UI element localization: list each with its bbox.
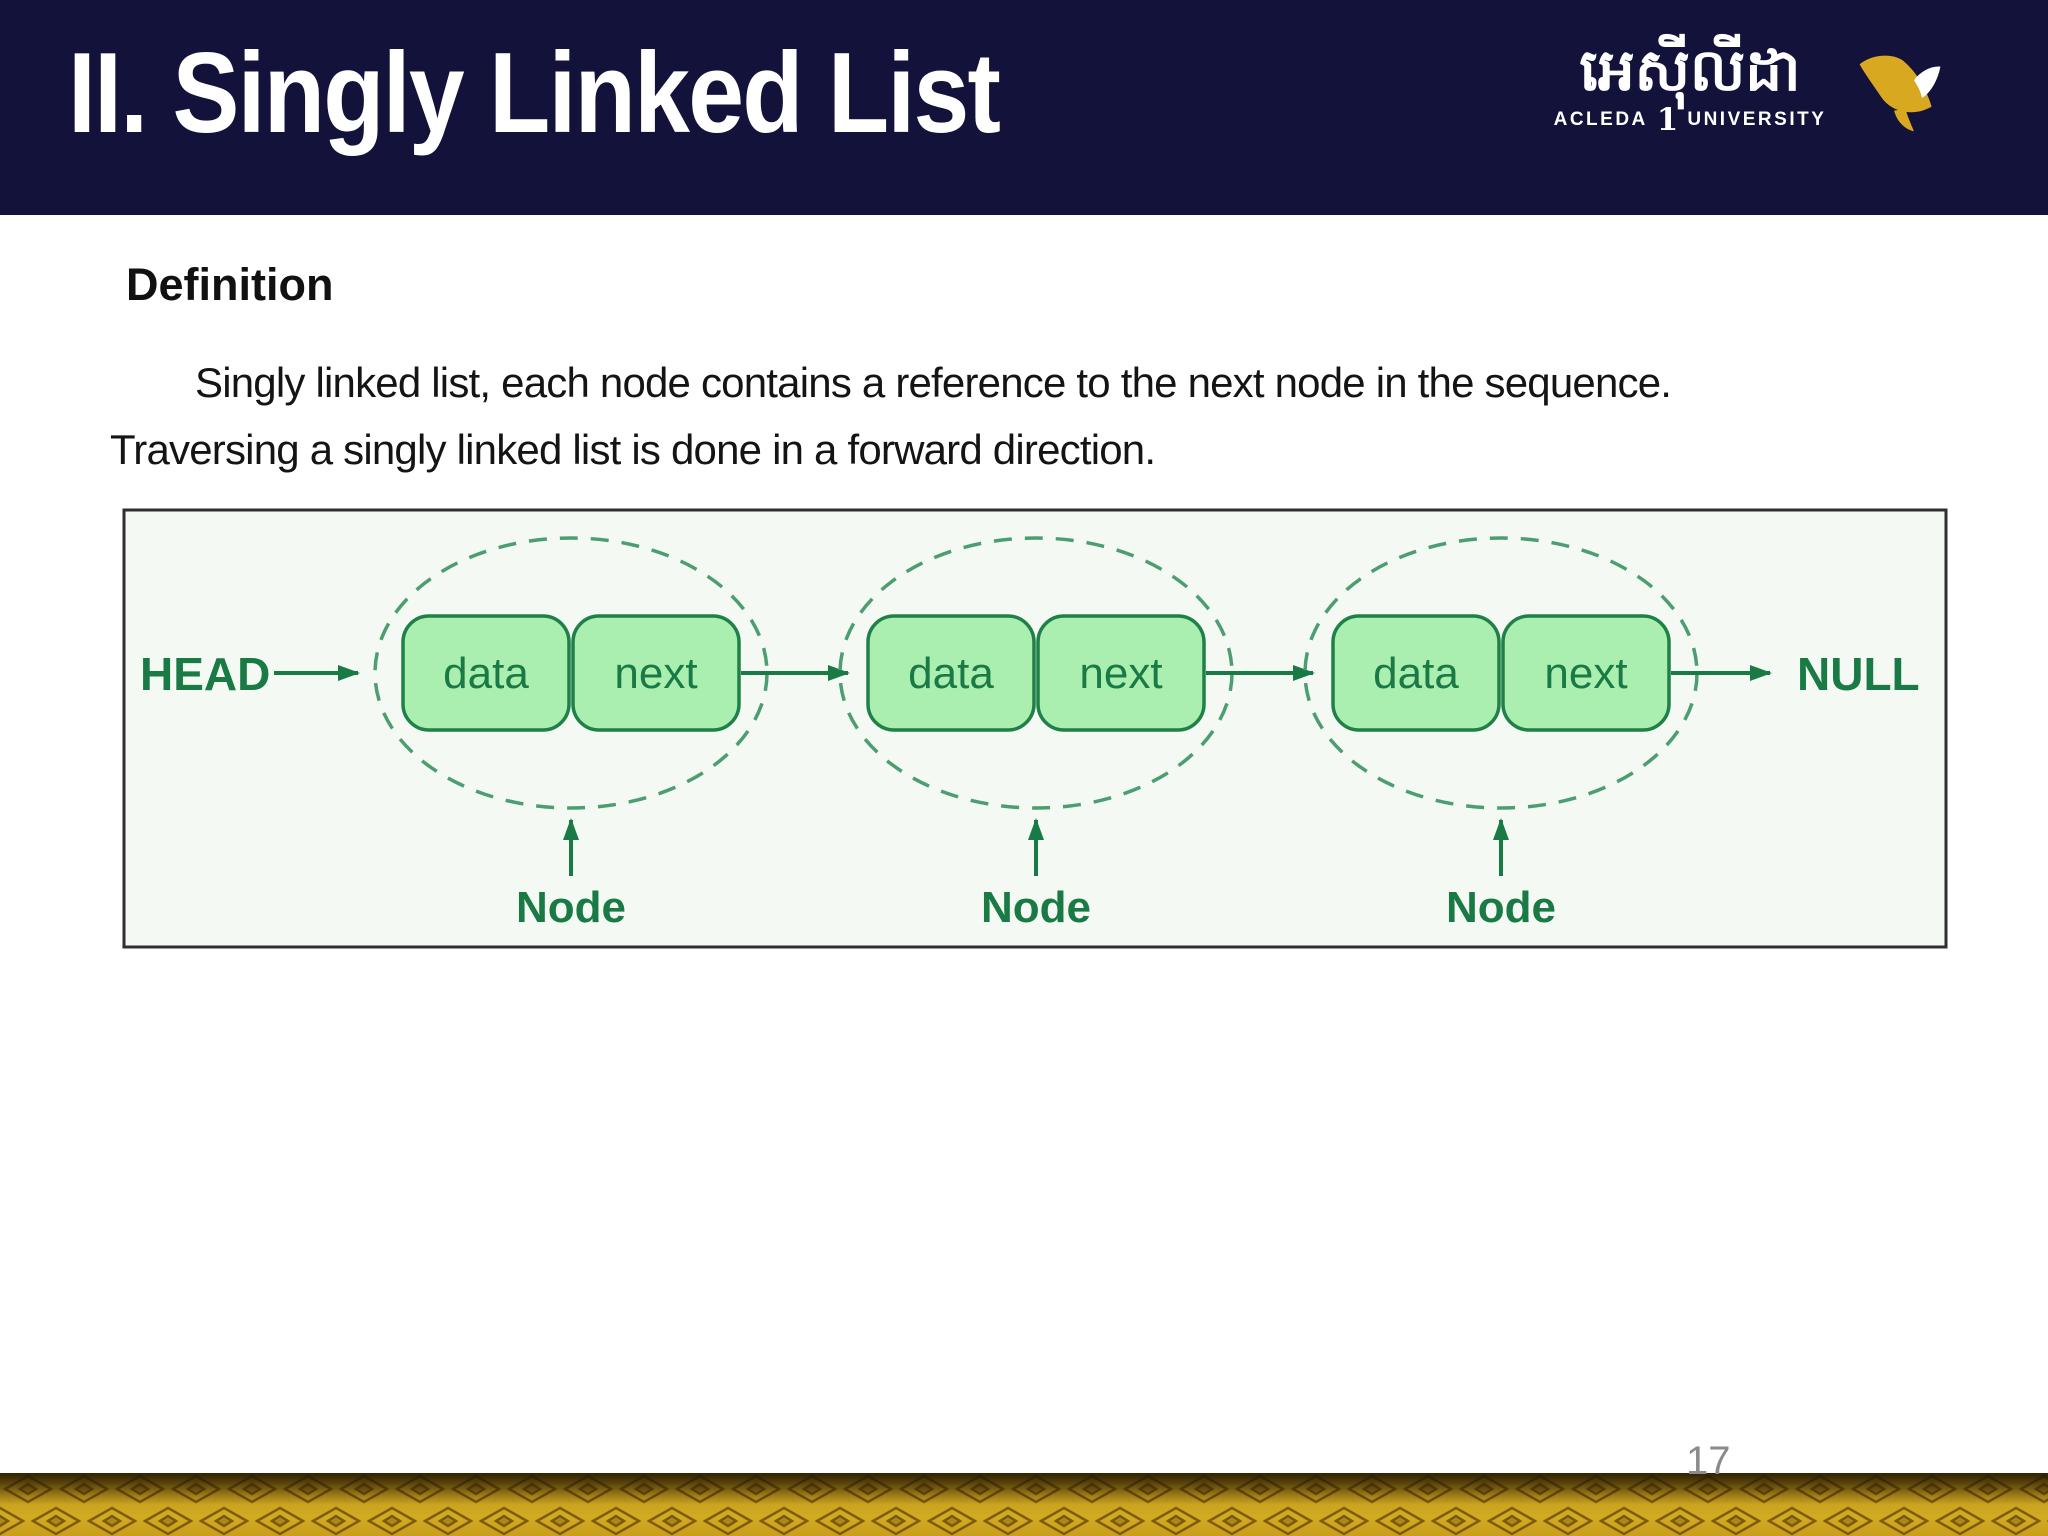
brand-acleda-label: ACLEDA: [1553, 108, 1648, 130]
node-caption: Node: [1446, 883, 1556, 932]
bird-tail-shape: [1894, 107, 1914, 132]
head-label: HEAD: [140, 648, 270, 700]
page-number: 17: [1686, 1439, 1731, 1483]
data-cell-label: data: [908, 649, 994, 698]
header-band: II. Singly Linked List អេស៊ីលីដា ACLEDA …: [0, 0, 2048, 215]
bird-icon: [1859, 55, 1941, 132]
data-cell: [866, 614, 1036, 732]
section-heading: Definition: [126, 259, 334, 310]
null-label: NULL: [1797, 648, 1920, 700]
brand-logo: អេស៊ីលីដា ACLEDA 1 UNIVERSITY: [1540, 36, 1840, 138]
paragraph-line-1: Singly linked list, each node contains a…: [195, 359, 1672, 406]
footer-ornament-band: [0, 1473, 2048, 1536]
next-cell: [571, 614, 741, 732]
node-caption: Node: [516, 883, 626, 932]
brand-org-line: ACLEDA 1 UNIVERSITY: [1540, 101, 1840, 138]
paragraph-line-2: Traversing a singly linked list is done …: [110, 426, 1156, 473]
next-cell-label: next: [1544, 649, 1627, 698]
next-cell: [1501, 614, 1671, 732]
node-group-3: data next Node: [1303, 536, 1699, 932]
data-cell-label: data: [443, 649, 529, 698]
data-cell: [401, 614, 571, 732]
node-group-2: data next Node: [838, 536, 1234, 932]
node-caption: Node: [981, 883, 1091, 932]
bird-body-shape: [1859, 55, 1932, 113]
singly-linked-list-diagram: HEAD data next Node data next Node: [122, 508, 1948, 949]
next-cell-label: next: [614, 649, 697, 698]
brand-university-label: UNIVERSITY: [1687, 108, 1827, 130]
page-title: II. Singly Linked List: [68, 30, 1001, 157]
footer-top-shade: [0, 1473, 2048, 1536]
data-cell: [1331, 614, 1501, 732]
bird-white-wing-shape: [1914, 66, 1941, 98]
next-cell-label: next: [1079, 649, 1162, 698]
data-cell-label: data: [1373, 649, 1459, 698]
brand-khmer-wordmark: អេស៊ីលីដា: [1579, 38, 1801, 103]
next-cell: [1036, 614, 1206, 732]
node-group-1: data next Node: [373, 536, 769, 932]
diagram-frame: [122, 508, 1948, 949]
brand-numeral: 1: [1656, 101, 1679, 138]
